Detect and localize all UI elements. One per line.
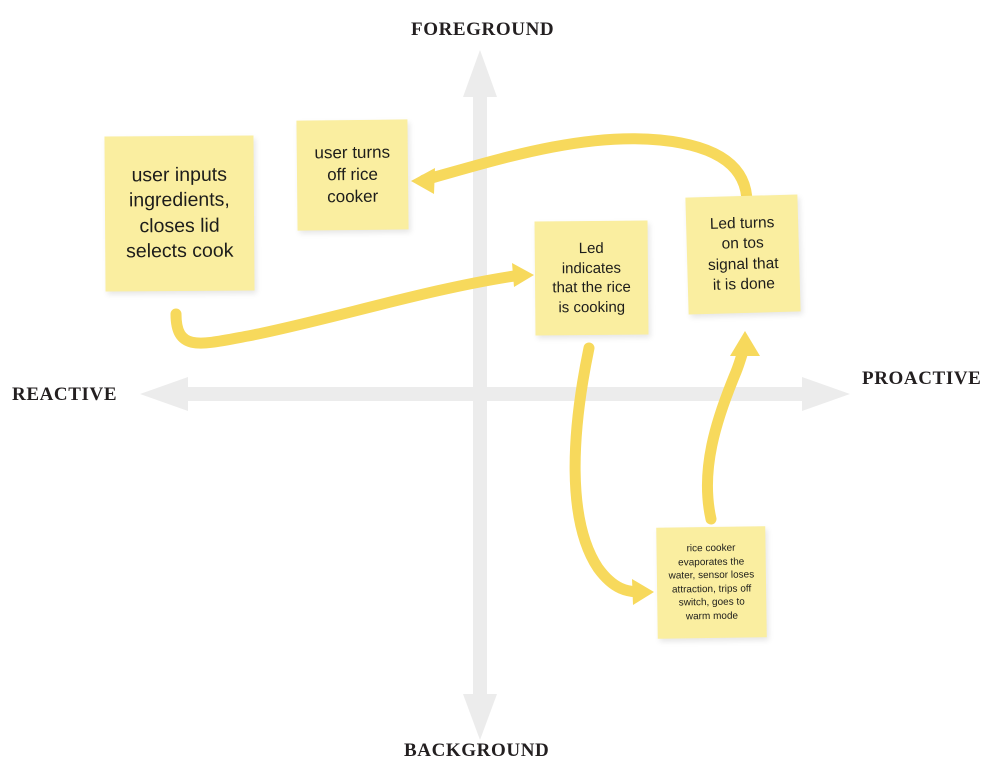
sticky-note-text: Led turns on tos signal that it is done bbox=[707, 214, 779, 294]
axis-label-foreground: FOREGROUND bbox=[411, 19, 555, 40]
arrowhead-into-led-done bbox=[730, 331, 760, 356]
sticky-note-text: rice cooker evaporates the water, sensor… bbox=[668, 542, 755, 622]
sticky-note-rice-cooker-evaporates[interactable]: rice cooker evaporates the water, sensor… bbox=[656, 526, 767, 639]
sticky-note-text: user turns off rice cooker bbox=[314, 142, 391, 207]
connector-led-indicates-to-evaporates bbox=[569, 342, 647, 598]
arrowhead-into-led-indicates bbox=[512, 263, 534, 287]
axis-arrow-left-head bbox=[140, 377, 188, 411]
sticky-note-text: user inputs ingredients, closes lid sele… bbox=[126, 163, 234, 263]
connector-evaporates-to-led-done bbox=[701, 342, 750, 525]
axis-arrow-right-head bbox=[802, 377, 850, 411]
arrowhead-into-turns-off bbox=[411, 168, 435, 194]
horizontal-axis-shaft bbox=[175, 387, 815, 401]
sticky-note-led-indicates[interactable]: Led indicates that the rice is cooking bbox=[534, 220, 649, 336]
arrowhead-into-evaporates bbox=[632, 579, 654, 605]
sticky-note-text: Led indicates that the rice is cooking bbox=[552, 239, 631, 316]
sticky-note-led-turns-on[interactable]: Led turns on tos signal that it is done bbox=[685, 194, 801, 315]
axis-label-background: BACKGROUND bbox=[404, 740, 550, 761]
connector-led-done-to-turns-off bbox=[418, 133, 753, 211]
axis-arrow-down-head bbox=[463, 694, 497, 740]
sticky-note-user-inputs[interactable]: user inputs ingredients, closes lid sele… bbox=[104, 135, 255, 292]
axis-label-reactive: REACTIVE bbox=[12, 384, 118, 405]
axis-arrow-up-head bbox=[463, 50, 497, 97]
sticky-note-user-turns-off[interactable]: user turns off rice cooker bbox=[296, 119, 409, 231]
connector-inputs-to-led-indicates bbox=[170, 269, 527, 349]
axis-label-proactive: PROACTIVE bbox=[862, 368, 982, 389]
